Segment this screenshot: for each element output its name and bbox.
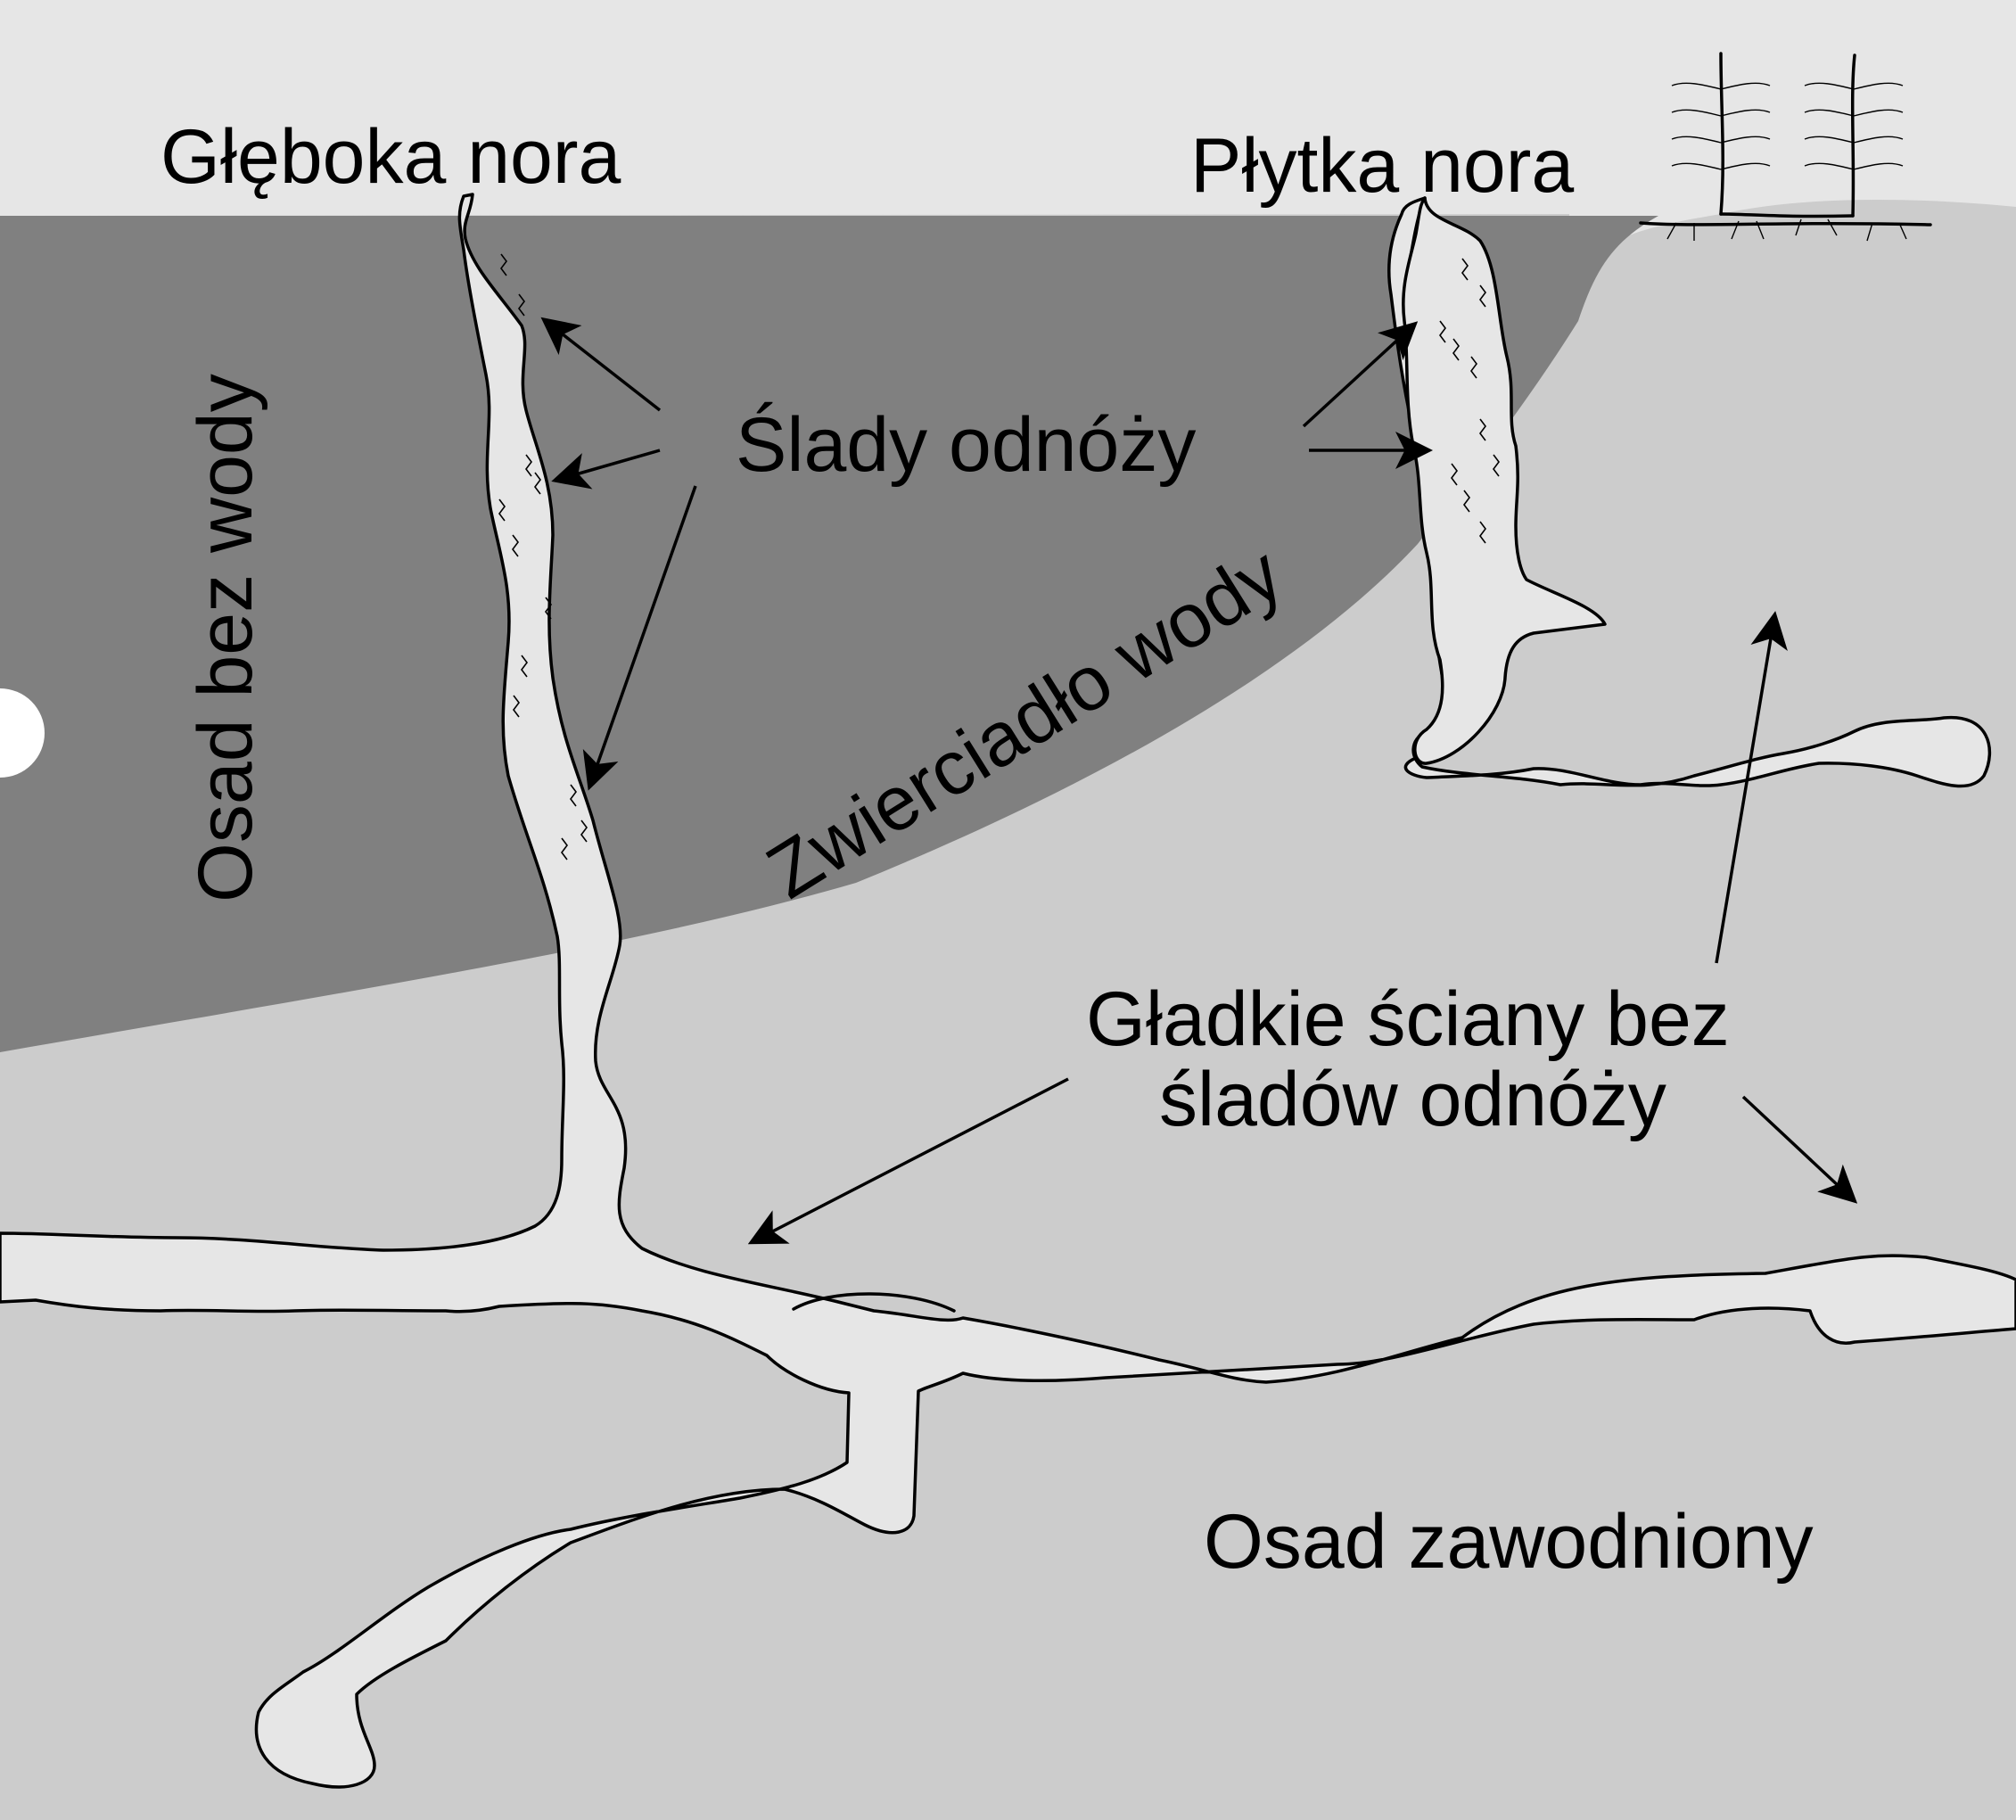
smooth-walls-label-line2: śladów odnóży [1159,1057,1666,1142]
shallow-burrow-label: Płytka nora [1190,123,1574,209]
saturated-sediment-label: Osad zawodniony [1204,1499,1814,1585]
deep-burrow-label: Głęboka nora [160,114,621,200]
deep-burrow-chamber [792,1292,956,1313]
shallow-burrow-appendage-traces [1439,258,1500,544]
sky-region [0,0,2016,276]
arrow-icon [540,317,1858,1245]
appendage-traces-label: Ślady odnóży [736,402,1196,488]
deep-burrow-appendage-traces [498,253,588,861]
plant-icon [1639,52,1932,242]
dry-sediment-layer [0,216,1658,1052]
dry-sediment-label: Osad bez wody [183,374,268,902]
smooth-walls-label-line1: Gładkie ściany bez [1086,976,1730,1062]
notch [0,688,45,778]
deep-burrow [0,193,2016,1789]
